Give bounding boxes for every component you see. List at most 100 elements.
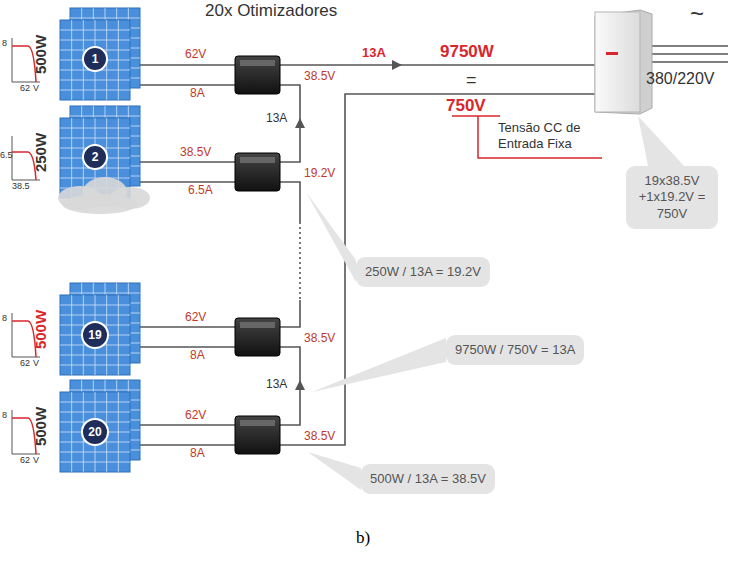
- wire-label: 380/220V: [646, 70, 715, 88]
- cell-line: [60, 315, 130, 316]
- cell-line: [60, 30, 130, 31]
- input-wire: [140, 346, 235, 348]
- callout-text: 9750W / 750V = 13A: [455, 342, 575, 358]
- wire-label: 38.5V: [304, 70, 335, 84]
- input-wire: [140, 161, 235, 163]
- callout-number: 1: [92, 52, 99, 66]
- cell-line: [60, 452, 130, 453]
- optimizer-detail: [240, 157, 275, 163]
- wire-label: V: [33, 455, 39, 465]
- wire-label: 38.5: [12, 181, 30, 191]
- wire-label: 62V: [185, 311, 206, 325]
- wire-label: V: [33, 83, 39, 93]
- wire-label: 8A: [190, 349, 205, 363]
- panel-face: [60, 20, 130, 100]
- wire-label: 62V: [185, 48, 206, 62]
- optimizer-detail: [240, 60, 275, 66]
- cell-line: [60, 365, 130, 366]
- callout-text: 19x38.5V +1x19.2V = 750V: [635, 173, 709, 222]
- callout-text: 250W / 13A = 19.2V: [365, 264, 481, 280]
- callout-text: 500W / 13A = 38.5V: [370, 471, 486, 487]
- current-arrows: [295, 60, 402, 390]
- input-wire: [140, 326, 235, 328]
- cell-line: [70, 116, 140, 117]
- wire-label: 62: [20, 455, 30, 465]
- wire-label: 38.5V: [304, 332, 335, 346]
- wire-label: 62: [20, 358, 30, 368]
- optimizer-box: [235, 56, 280, 94]
- optimizer-detail: [240, 420, 275, 426]
- panel-number: 19: [81, 321, 109, 349]
- cell-line: [60, 402, 130, 403]
- cell-line: [60, 40, 130, 41]
- panel-wattage: 500W: [32, 30, 49, 80]
- wire-label: 62: [20, 83, 30, 93]
- cell-line: [60, 178, 130, 179]
- solar-panel: 500W20: [60, 380, 140, 472]
- cell-line: [60, 305, 130, 306]
- cell-line: [70, 293, 140, 294]
- callout-box: 19x38.5V +1x19.2V = 750V: [626, 166, 718, 229]
- wire-label: 13A: [266, 112, 287, 126]
- wire-label: 8: [2, 410, 7, 420]
- solar-panel: 250W2: [60, 106, 140, 198]
- wire-label: 19.2V: [304, 167, 335, 181]
- callout-box: 250W / 13A = 19.2V: [356, 257, 490, 287]
- wire-label: 38.5V: [304, 430, 335, 444]
- panel-number: 20: [81, 418, 109, 446]
- panel-face: [60, 392, 130, 472]
- inverter: [595, 10, 652, 114]
- cell-line: [60, 80, 130, 81]
- callout-number: 2: [92, 150, 99, 164]
- callout-number: 20: [88, 425, 101, 439]
- cell-line: [60, 128, 130, 129]
- wire-label: 6.5A: [188, 184, 213, 198]
- optimizer-box: [235, 318, 280, 356]
- input-wire: [140, 424, 235, 426]
- underline: [452, 115, 500, 117]
- wire-label: =: [466, 70, 477, 91]
- wire-label: 13A: [266, 378, 287, 392]
- solar-panel: 500W19: [60, 283, 140, 375]
- iv-charts: [12, 38, 40, 454]
- cell-line: [60, 355, 130, 356]
- input-wire: [140, 84, 235, 86]
- wire-label: ~: [690, 0, 704, 28]
- optimizer-box: [235, 153, 280, 191]
- wire-label: Tensão CC de Entrada Fixa: [498, 120, 610, 152]
- cloud: [62, 194, 138, 214]
- callout-box: 9750W / 750V = 13A: [446, 335, 584, 365]
- wire-label: 8: [2, 38, 7, 48]
- input-wire: [140, 64, 235, 66]
- wire-label: V: [33, 358, 39, 368]
- panel-wattage: 500W: [32, 402, 49, 452]
- wire-label: 8A: [190, 447, 205, 461]
- figure-caption: b): [356, 528, 370, 548]
- panel-wattage: 250W: [32, 128, 49, 178]
- wire-label: 9750W: [440, 42, 494, 62]
- cell-line: [60, 138, 130, 139]
- optimizer-detail: [240, 322, 275, 328]
- callout-number: 19: [88, 328, 101, 342]
- cell-line: [60, 90, 130, 91]
- solar-panel: 500W1: [60, 8, 140, 100]
- cell-line: [60, 462, 130, 463]
- input-wire: [140, 444, 235, 446]
- wire-label: 8: [2, 313, 7, 323]
- input-wire: [140, 181, 235, 183]
- wire-label: 8A: [190, 87, 205, 101]
- wire-label: 6.5: [0, 150, 13, 160]
- callout-box: 500W / 13A = 38.5V: [361, 464, 495, 494]
- wire-label: 750V: [446, 96, 486, 116]
- panel-number: 2: [82, 144, 108, 170]
- diagram-title: 20x Otimizadores: [205, 1, 337, 21]
- cell-line: [70, 390, 140, 391]
- panel-wattage: 500W: [32, 305, 49, 355]
- wire-label: 13A: [362, 46, 386, 61]
- optimizer-box: [235, 416, 280, 454]
- cell-line: [70, 18, 140, 19]
- panel-face: [60, 295, 130, 375]
- cell-line: [60, 412, 130, 413]
- wire-label: 62V: [185, 409, 206, 423]
